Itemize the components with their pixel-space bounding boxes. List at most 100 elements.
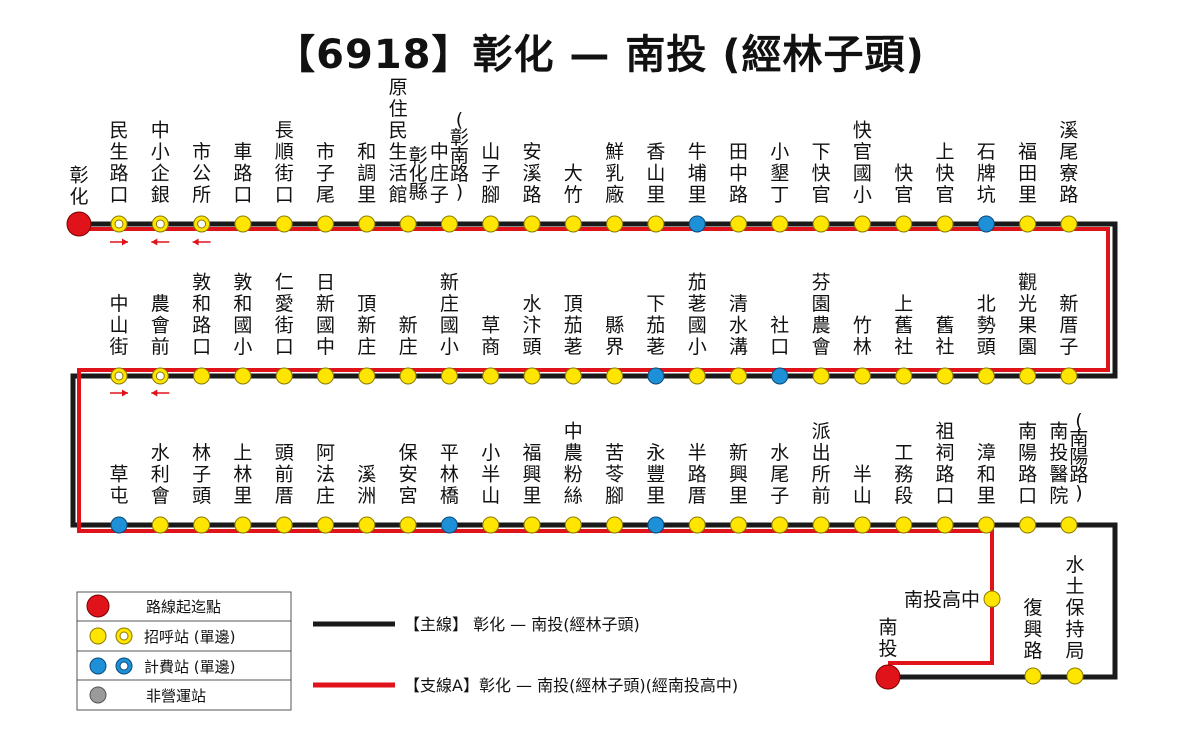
stop-label: 水利會 bbox=[151, 442, 170, 507]
legend-fare-icon bbox=[89, 657, 107, 675]
stop-fare bbox=[647, 367, 665, 385]
stop-fare bbox=[771, 367, 789, 385]
stop-flag bbox=[647, 215, 665, 233]
stop-flag-inner bbox=[114, 219, 124, 229]
stop-flag bbox=[771, 215, 789, 233]
stop-label: 溪洲 bbox=[357, 464, 376, 508]
stop-label: 清水溝 bbox=[729, 293, 748, 358]
stop-sublabel: (南陽路) bbox=[1069, 410, 1088, 504]
stop-label: 頂新庄 bbox=[357, 293, 376, 358]
branch-line-path bbox=[77, 227, 1110, 665]
stop-label: 仁愛街口 bbox=[275, 272, 294, 359]
stop-label: 頂茄荖 bbox=[564, 293, 583, 358]
stop-flag-inner bbox=[114, 371, 124, 381]
stop-sublabel: (彰南路) bbox=[450, 109, 469, 203]
stop-label: 派出所前 bbox=[812, 421, 831, 508]
stop-label: 永豐里 bbox=[646, 442, 665, 507]
legend-label-flag: 招呼站 (單邊) bbox=[144, 628, 235, 646]
legend-non-operating-icon bbox=[89, 686, 107, 704]
stop-label: 長順街口 bbox=[275, 120, 294, 207]
stop-label: 竹林 bbox=[853, 315, 872, 359]
stop-flag bbox=[895, 516, 913, 534]
stop-flag bbox=[1019, 516, 1037, 534]
direction-arrow-head bbox=[122, 389, 128, 397]
stop-fare bbox=[688, 215, 706, 233]
stop-label: 快官國小 bbox=[853, 120, 872, 207]
stop-flag bbox=[399, 367, 417, 385]
stop-flag bbox=[440, 215, 458, 233]
stop-flag bbox=[1019, 367, 1037, 385]
stop-labels: 民生路口中小企銀市公所車路口長順街口市子尾和調里原住民生活館彰化縣中庄子(彰南路… bbox=[69, 77, 1088, 663]
stop-label: 社口 bbox=[770, 315, 789, 359]
stop-label: 原住民生活館 bbox=[389, 77, 408, 207]
stop-flag bbox=[812, 215, 830, 233]
stop-label: 安溪路 bbox=[522, 141, 541, 206]
stop-flag bbox=[234, 215, 252, 233]
legend-label-fare: 計費站 (單邊) bbox=[144, 658, 235, 676]
legend-terminal-icon bbox=[86, 594, 110, 618]
stop-flag-inner bbox=[155, 371, 165, 381]
stop-label: 水尾子 bbox=[770, 442, 789, 507]
end-terminal-marker bbox=[875, 664, 901, 690]
stop-flag bbox=[730, 367, 747, 385]
stop-flag bbox=[812, 367, 830, 385]
stop-flag bbox=[440, 367, 458, 385]
stop-label: 觀光果園 bbox=[1018, 272, 1037, 359]
tail-stop bbox=[1024, 667, 1042, 685]
legend-label-non-operating: 非營運站 bbox=[146, 687, 206, 705]
stop-label: 小半山 bbox=[481, 442, 500, 507]
stop-label: 茄荖國小 bbox=[688, 272, 707, 359]
stop-flag bbox=[317, 367, 334, 385]
stop-flag bbox=[482, 516, 500, 534]
branch-stop-label: 南投高中 bbox=[904, 589, 980, 611]
stop-flag bbox=[564, 215, 582, 233]
stop-label: 敦和國小 bbox=[233, 272, 252, 359]
stop-label: 縣界 bbox=[605, 315, 624, 359]
stop-label: 牛埔里 bbox=[688, 141, 707, 206]
stop-flag bbox=[895, 367, 913, 385]
stop-fare bbox=[977, 215, 995, 233]
stop-flag bbox=[317, 516, 334, 534]
stop-label: 市公所 bbox=[192, 141, 211, 206]
stop-flag bbox=[193, 367, 211, 385]
direction-arrow-head bbox=[151, 389, 158, 397]
stop-flag bbox=[977, 516, 995, 534]
stop-label: 車路口 bbox=[233, 141, 252, 206]
stop-flag bbox=[151, 516, 169, 534]
stop-fare bbox=[110, 516, 128, 534]
stop-flag bbox=[936, 516, 954, 534]
start-terminal-marker bbox=[66, 211, 92, 237]
route-title: 【6918】彰化 — 南投 (經林子頭) bbox=[275, 32, 925, 78]
stop-label: 小墾丁 bbox=[770, 141, 789, 206]
stop-label: 舊社 bbox=[935, 315, 954, 359]
stop-label: 福興里 bbox=[522, 442, 541, 507]
stop-flag bbox=[977, 367, 995, 385]
stop-label: 中農粉絲 bbox=[564, 421, 583, 508]
stop-label: 下快官 bbox=[812, 141, 831, 206]
stop-flag bbox=[853, 367, 871, 385]
stop-label: 林子頭 bbox=[192, 442, 211, 507]
stop-fare bbox=[440, 516, 458, 534]
stop-label: 漳和里 bbox=[977, 442, 996, 507]
stop-label: 上林里 bbox=[233, 442, 252, 507]
main-line-path bbox=[70, 221, 1118, 680]
stop-label: 上快官 bbox=[935, 141, 954, 206]
direction-arrow-head bbox=[192, 238, 199, 246]
legend-label-terminal: 路線起迄點 bbox=[146, 598, 221, 616]
stop-label: 敦和路口 bbox=[192, 272, 211, 359]
stop-label: 和調里 bbox=[357, 141, 376, 206]
stop-flag bbox=[193, 516, 211, 534]
stop-label: 芬園農會 bbox=[812, 272, 831, 359]
stop-flag bbox=[358, 516, 376, 534]
stop-flag bbox=[606, 215, 624, 233]
stop-label: 半山 bbox=[853, 464, 872, 508]
stop-flag bbox=[1060, 516, 1078, 534]
direction-arrows bbox=[110, 238, 211, 397]
stop-label: 新庄國小 bbox=[440, 272, 459, 359]
stop-flag bbox=[688, 516, 706, 534]
stop-flag bbox=[1060, 215, 1078, 233]
stop-label: 中山街 bbox=[109, 293, 128, 358]
stop-label: 溪尾寮路 bbox=[1059, 120, 1078, 207]
stop-flag bbox=[606, 367, 624, 385]
stop-label: 日新國中 bbox=[316, 272, 335, 359]
